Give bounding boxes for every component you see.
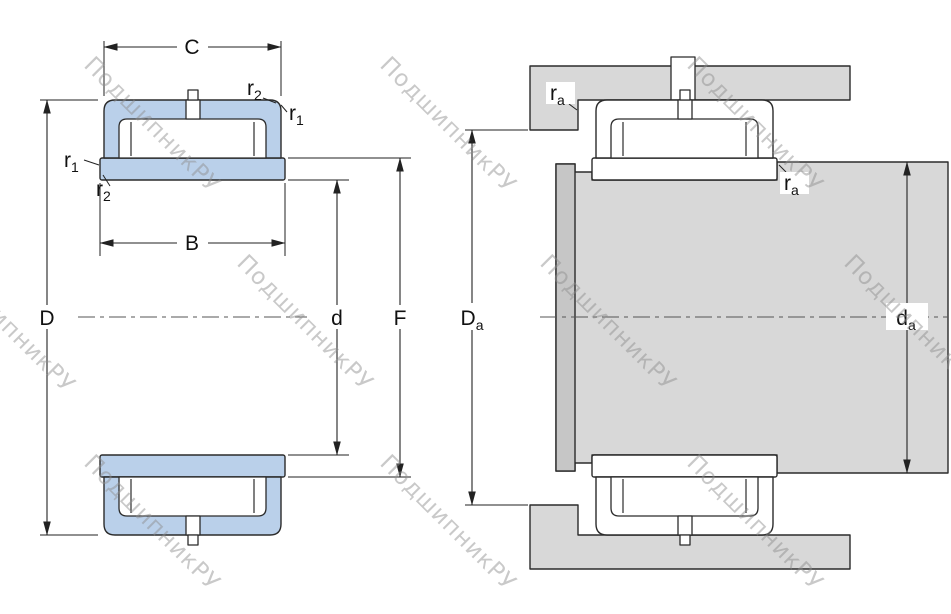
- leader-line-r1-right: [280, 104, 288, 113]
- leader-line-r1-left: [83, 159, 100, 166]
- bearing-section-right: [591, 89, 778, 546]
- lubrication-hole-top: [185, 99, 201, 120]
- dim-label-da: da: [896, 307, 916, 333]
- label-backing: [385, 305, 415, 329]
- label-backing: [31, 305, 63, 329]
- label-backing: [886, 303, 928, 330]
- lubrication-groove-top: [187, 89, 199, 101]
- leader-line-ra-housing: [568, 103, 578, 111]
- dim-label-F: F: [394, 307, 407, 330]
- leader-line-r2-top: [262, 97, 277, 104]
- roller-pocket-top: [118, 118, 267, 159]
- left-view-labels: C B D d F r2 r1 r1 r2: [31, 35, 415, 330]
- dim-label-D: D: [39, 307, 54, 330]
- label-backing: [780, 172, 809, 194]
- fillet-label-r1-left: r1: [64, 149, 79, 175]
- lubrication-hole-top: [677, 99, 693, 120]
- roller-pocket-top: [610, 118, 759, 159]
- dim-label-Da: Da: [461, 307, 484, 333]
- fillet-label-ra-housing: ra: [550, 82, 565, 108]
- label-backing: [450, 303, 494, 330]
- leader-line-r2-left: [102, 174, 111, 187]
- inner-ring-bottom: [99, 454, 286, 478]
- leader-line-ra-shaft: [778, 164, 787, 173]
- lubrication-hole-bottom: [185, 515, 201, 536]
- lubrication-groove-bottom: [187, 534, 199, 546]
- fillet-label-r1-right: r1: [289, 102, 304, 128]
- label-backing: [546, 82, 575, 104]
- lubrication-groove-top: [679, 89, 691, 101]
- roller-pocket-bottom: [118, 476, 267, 517]
- bearing-section-left: [99, 89, 286, 546]
- inner-ring-top: [591, 157, 778, 181]
- label-backing: [323, 305, 351, 329]
- right-view-labels: Da da ra ra: [450, 82, 928, 333]
- inner-ring-top: [99, 157, 286, 181]
- fillet-label-r2-left: r2: [96, 178, 111, 204]
- dim-label-d: d: [331, 307, 343, 330]
- dim-label-C: C: [184, 36, 199, 59]
- inner-ring-bottom: [591, 454, 778, 478]
- lubrication-groove-bottom: [679, 534, 691, 546]
- dim-label-B: B: [185, 232, 199, 255]
- roller-pocket-bottom: [610, 476, 759, 517]
- label-backing: [177, 35, 208, 58]
- fillet-label-r2-top: r2: [247, 77, 262, 103]
- fillet-label-ra-shaft: ra: [784, 172, 799, 198]
- lubrication-hole-bottom: [677, 515, 693, 536]
- label-backing: [177, 231, 208, 254]
